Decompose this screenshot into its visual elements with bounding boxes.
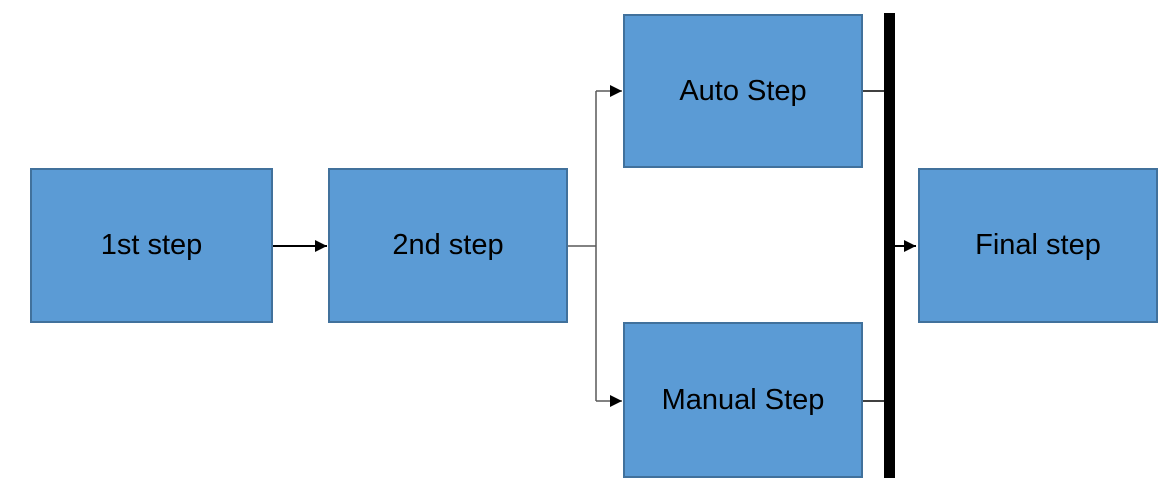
node-auto-step: Auto Step [623, 14, 863, 168]
node-final-step-label: Final step [975, 229, 1101, 261]
sync-join-bar [884, 13, 895, 478]
node-1st-step-label: 1st step [100, 229, 203, 261]
node-2nd-step-label: 2nd step [392, 229, 504, 261]
node-manual-step: Manual Step [623, 322, 863, 478]
node-manual-step-label: Manual Step [661, 383, 825, 416]
node-final-step: Final step [918, 168, 1158, 323]
node-auto-step-label: Auto Step [679, 74, 807, 107]
node-1st-step: 1st step [30, 168, 273, 323]
node-2nd-step: 2nd step [328, 168, 568, 323]
